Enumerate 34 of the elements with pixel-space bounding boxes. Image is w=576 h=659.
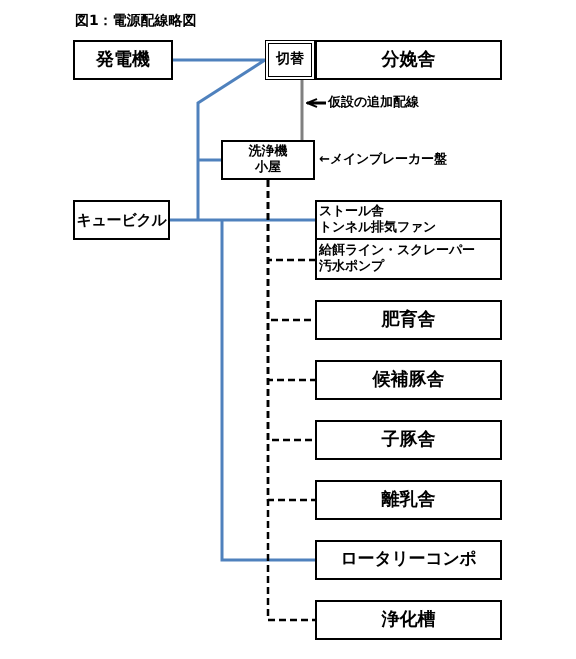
node-label: ロータリーコンポ	[340, 549, 478, 571]
node-label: 肥育舎	[380, 308, 436, 332]
building-box	[315, 480, 502, 520]
equipment-box	[315, 540, 502, 580]
building-box	[315, 40, 502, 80]
leader-arrow	[306, 98, 326, 108]
node-label: 切替	[274, 51, 305, 69]
tank-box	[315, 600, 502, 640]
node-label: 発電機	[94, 48, 151, 72]
node-label: トンネル排気ファン	[319, 220, 437, 236]
node-label: 候補豚舎	[371, 368, 446, 392]
node-label: ストール舎	[319, 204, 385, 220]
machine-box	[73, 40, 173, 80]
node-label: 子豚舎	[380, 428, 436, 452]
building-box	[315, 300, 502, 340]
leader-label: 仮設の追加配線	[326, 93, 456, 113]
node-label: 給餌ライン・スクレーパー	[319, 242, 476, 258]
node-label: 洗浄機小屋	[248, 144, 288, 176]
note-text: ←メインブレーカー盤	[319, 150, 447, 168]
title: 図1：電源配線略図	[75, 12, 197, 30]
node-label: 離乳舎	[380, 488, 436, 512]
cable-line	[173, 58, 265, 62]
node-label: 浄化槽	[380, 608, 436, 632]
equipment-box	[315, 240, 502, 280]
switch-box	[265, 40, 315, 80]
node-label: キュービクル	[76, 210, 168, 230]
node-label: 汚水ポンプ	[319, 259, 386, 276]
building-box	[315, 360, 502, 400]
cable-line	[300, 80, 304, 140]
node-label: 分娩舎	[380, 48, 436, 72]
cubicle-box	[73, 200, 170, 240]
building-box	[315, 420, 502, 460]
building-box	[315, 200, 502, 240]
building-box	[221, 140, 315, 180]
